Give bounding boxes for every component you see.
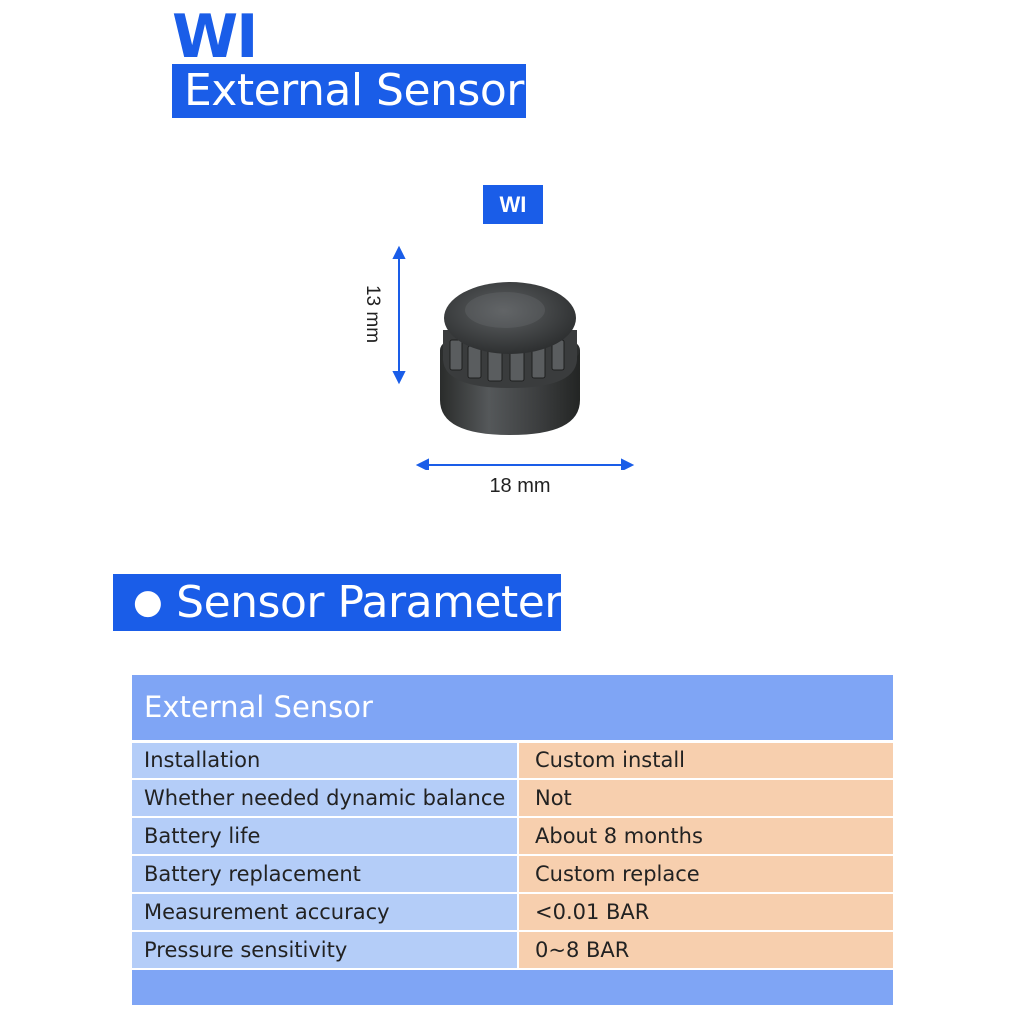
width-dimension-label: 18 mm	[489, 475, 551, 497]
page-title: External Sensor	[172, 64, 526, 118]
table-footer	[132, 969, 893, 1005]
table-footer-row	[132, 969, 893, 1005]
row-label: Pressure sensitivity	[132, 931, 519, 970]
height-dimension-label: 13 mm	[362, 284, 383, 344]
row-label: Battery replacement	[132, 855, 519, 894]
model-badge: WI	[483, 185, 543, 224]
table-row: Battery life About 8 months	[132, 817, 893, 856]
row-label: Battery life	[132, 817, 519, 856]
table-row: Pressure sensitivity 0~8 BAR	[132, 931, 893, 970]
row-label: Whether needed dynamic balance	[132, 779, 519, 818]
row-value: Custom install	[518, 741, 893, 780]
row-label: Installation	[132, 741, 519, 780]
sensor-product-image	[392, 245, 635, 470]
height-dimension-arrow	[392, 245, 406, 385]
table-header-row: External Sensor	[132, 675, 893, 743]
table-row: Installation Custom install	[132, 741, 893, 780]
brand-logo: WI	[172, 2, 259, 72]
row-value: 0~8 BAR	[518, 931, 893, 970]
width-dimension-arrow	[415, 458, 635, 470]
section-title-text: Sensor Parameter	[176, 577, 562, 628]
row-value: About 8 months	[518, 817, 893, 856]
table-row: Battery replacement Custom replace	[132, 855, 893, 894]
sensor-parameter-table: External Sensor Installation Custom inst…	[132, 675, 893, 1005]
table-row: Measurement accuracy <0.01 BAR	[132, 893, 893, 932]
section-title-sensor-parameter: ● Sensor Parameter	[113, 574, 562, 631]
row-value: Custom replace	[518, 855, 893, 894]
table-row: Whether needed dynamic balance Not	[132, 779, 893, 818]
row-value: <0.01 BAR	[518, 893, 893, 932]
row-label: Measurement accuracy	[132, 893, 519, 932]
bullet-icon: ●	[133, 582, 163, 622]
row-value: Not	[518, 779, 893, 818]
table-header: External Sensor	[132, 675, 893, 743]
